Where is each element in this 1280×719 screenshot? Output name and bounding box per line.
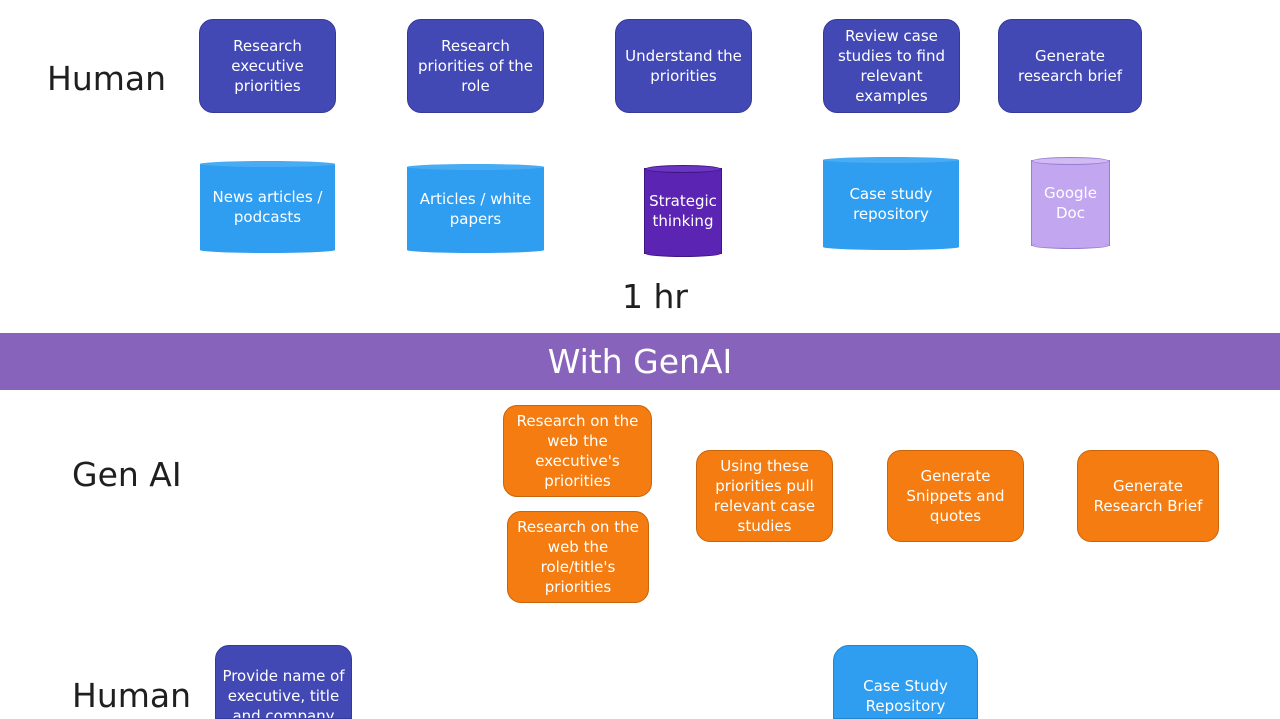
genai-step-pull-case-studies[interactable]: Using these priorities pull relevant cas…	[696, 450, 833, 542]
resource-strategic-thinking[interactable]: Strategic thinking	[644, 165, 722, 257]
genai-banner: With GenAI	[0, 333, 1280, 390]
human-resource-case-study-repository[interactable]: Case Study Repository	[833, 645, 978, 719]
resource-articles-white-papers[interactable]: Articles / white papers	[407, 164, 544, 253]
lane-label-human-bottom: Human	[72, 676, 192, 715]
step-research-role-priorities[interactable]: Research priorities of the role	[407, 19, 544, 113]
resource-case-study-repository[interactable]: Case study repository	[823, 157, 959, 250]
human-step-provide-name-label: Provide name of executive, title and com…	[222, 667, 345, 719]
human-step-provide-name[interactable]: Provide name of executive, title and com…	[215, 645, 352, 719]
lane-label-human-top: Human	[47, 59, 167, 98]
resource-google-doc-label: Google Doc	[1044, 184, 1097, 222]
banner-title: With GenAI	[547, 342, 733, 381]
genai-step-generate-snippets[interactable]: Generate Snippets and quotes	[887, 450, 1024, 542]
genai-step-generate-brief[interactable]: Generate Research Brief	[1077, 450, 1219, 542]
resource-strategic-thinking-label: Strategic thinking	[649, 192, 717, 230]
step-understand-priorities[interactable]: Understand the priorities	[615, 19, 752, 113]
step-research-executive-priorities[interactable]: Research executive priorities	[199, 19, 336, 113]
human-resource-case-study-repository-label: Case Study Repository	[863, 677, 948, 715]
step-generate-research-brief[interactable]: Generate research brief	[998, 19, 1142, 113]
resource-articles-white-papers-label: Articles / white papers	[419, 189, 532, 228]
genai-step-research-executive[interactable]: Research on the web the executive's prio…	[503, 405, 652, 497]
resource-news-articles[interactable]: News articles / podcasts	[200, 161, 335, 253]
resource-case-study-repository-label: Case study repository	[849, 184, 933, 223]
step-review-case-studies[interactable]: Review case studies to find relevant exa…	[823, 19, 960, 113]
genai-step-research-role[interactable]: Research on the web the role/title's pri…	[507, 511, 649, 603]
resource-news-articles-label: News articles / podcasts	[212, 188, 323, 226]
duration-label: 1 hr	[622, 277, 688, 316]
lane-label-genai: Gen AI	[72, 455, 182, 494]
resource-google-doc[interactable]: Google Doc	[1031, 157, 1110, 249]
